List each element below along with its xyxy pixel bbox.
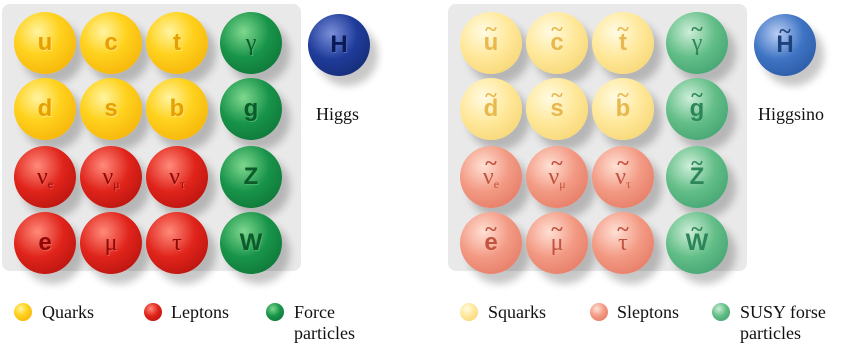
stau-ball: ~τ [592, 212, 654, 274]
susy-panel: ~u ~c ~t ~γ ~d ~s ~b ~g ~νe ~νμ ~ντ ~Z ~… [446, 0, 843, 347]
susy-force-legend-dot [712, 303, 730, 321]
zino-ball: ~Z [666, 146, 728, 208]
strange-squark-ball: ~s [526, 78, 588, 140]
muon-sneutrino-ball: ~νμ [526, 146, 588, 208]
z-boson-ball: Z [220, 146, 282, 208]
charm-quark-ball: c [80, 12, 142, 74]
photon-ball: γ [220, 12, 282, 74]
gluino-ball: ~g [666, 78, 728, 140]
leptons-legend-dot [144, 303, 162, 321]
squarks-legend-label: Squarks [488, 302, 546, 322]
top-quark-ball: t [146, 12, 208, 74]
quarks-legend-label: Quarks [42, 302, 94, 322]
gluon-ball: g [220, 78, 282, 140]
higgs-ball: H [308, 14, 370, 76]
tau-neutrino-ball: ντ [146, 146, 208, 208]
higgsino-label: Higgsino [758, 104, 825, 124]
muon-neutrino-ball: νμ [80, 146, 142, 208]
standard-model-panel: u c t γ d s b g νe νμ ντ Z e μ τ W H Hig… [0, 0, 421, 347]
bottom-squark-ball: ~b [592, 78, 654, 140]
force-legend-label: Force particles [294, 302, 355, 343]
charm-squark-ball: ~c [526, 12, 588, 74]
photino-ball: ~γ [666, 12, 728, 74]
tau-sneutrino-ball: ~ντ [592, 146, 654, 208]
leptons-legend-label: Leptons [171, 302, 229, 322]
electron-neutrino-ball: νe [14, 146, 76, 208]
susy-force-legend-label: SUSY forse particles [740, 302, 826, 343]
electron-sneutrino-ball: ~νe [460, 146, 522, 208]
quarks-legend-dot [14, 303, 32, 321]
sleptons-legend-label: Sleptons [617, 302, 680, 322]
higgs-label: Higgs [316, 104, 360, 124]
wino-ball: ~W [666, 212, 728, 274]
strange-quark-ball: s [80, 78, 142, 140]
up-quark-ball: u [14, 12, 76, 74]
sleptons-legend-dot [590, 303, 608, 321]
down-quark-ball: d [14, 78, 76, 140]
bottom-quark-ball: b [146, 78, 208, 140]
down-squark-ball: ~d [460, 78, 522, 140]
top-squark-ball: ~t [592, 12, 654, 74]
higgsino-ball: ~H [754, 14, 816, 76]
up-squark-ball: ~u [460, 12, 522, 74]
smuon-ball: ~μ [526, 212, 588, 274]
squarks-legend-dot [460, 303, 478, 321]
electron-ball: e [14, 212, 76, 274]
muon-ball: μ [80, 212, 142, 274]
w-boson-ball: W [220, 212, 282, 274]
selectron-ball: ~e [460, 212, 522, 274]
tau-ball: τ [146, 212, 208, 274]
force-legend-dot [266, 303, 284, 321]
